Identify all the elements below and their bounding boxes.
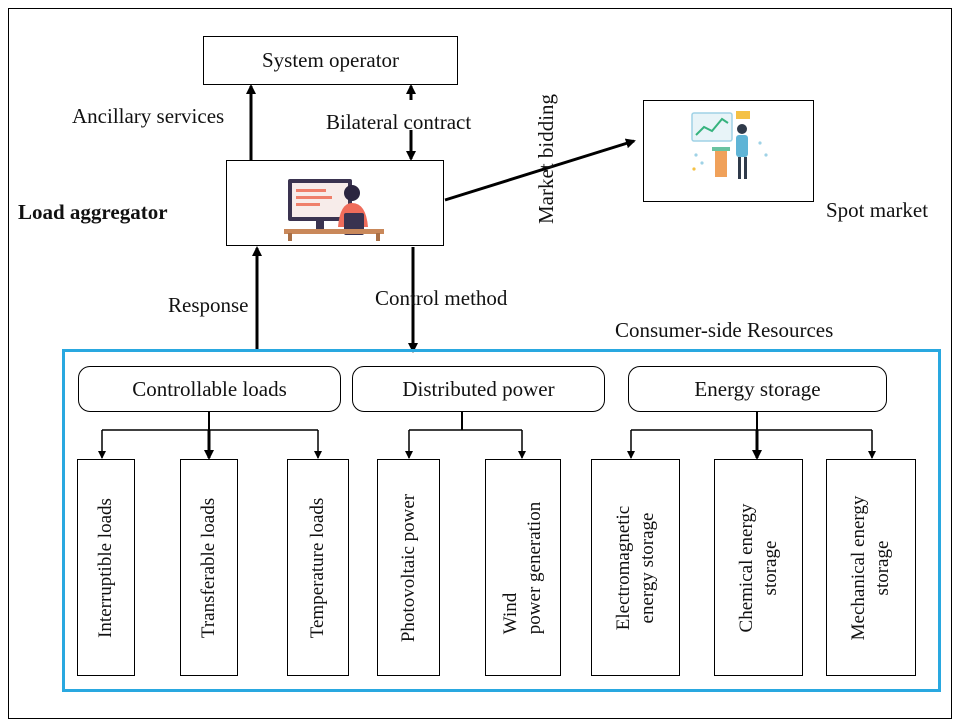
controllable-loads-box: Controllable loads — [78, 366, 341, 412]
load-aggregator-label: Load aggregator — [18, 200, 168, 224]
person-at-computer-icon — [284, 179, 384, 241]
photovoltaic-power-box: Photovoltaic power — [377, 459, 440, 676]
presenter-at-board-icon — [691, 111, 768, 179]
consumer-side-panel — [62, 349, 941, 692]
load-aggregator-box — [226, 160, 444, 246]
energy-storage-label: Energy storage — [694, 376, 821, 401]
interruptible-loads-label: Interruptible loads — [95, 497, 116, 638]
spot-market-box — [643, 100, 814, 202]
energy-storage-box: Energy storage — [628, 366, 887, 412]
system-operator-label: System operator — [261, 48, 400, 72]
temperature-loads-box: Temperature loads — [287, 459, 349, 676]
controllable-loads-label: Controllable loads — [132, 376, 287, 401]
distributed-power-box: Distributed power — [352, 366, 605, 412]
distributed-power-label: Distributed power — [402, 376, 555, 401]
ancillary-services-label: Ancillary services — [72, 104, 225, 128]
transferable-loads-label: Transferable loads — [198, 497, 219, 638]
figure-frame — [8, 8, 952, 719]
response-label: Response — [168, 293, 249, 317]
system-operator-box: System operator — [203, 36, 458, 85]
control-method-label: Control method — [375, 286, 508, 310]
market-bidding-label: Market bidding — [534, 93, 558, 225]
consumer-side-title: Consumer-side Resources — [615, 318, 834, 342]
interruptible-loads-box: Interruptible loads — [77, 459, 135, 676]
bilateral-contract-label: Bilateral contract — [326, 110, 472, 134]
market-bidding-arrow — [444, 138, 636, 202]
transferable-loads-box: Transferable loads — [180, 459, 238, 676]
photovoltaic-power-label: Photovoltaic power — [397, 493, 419, 642]
spot-market-label: Spot market — [826, 198, 929, 222]
temperature-loads-label: Temperature loads — [307, 497, 328, 638]
